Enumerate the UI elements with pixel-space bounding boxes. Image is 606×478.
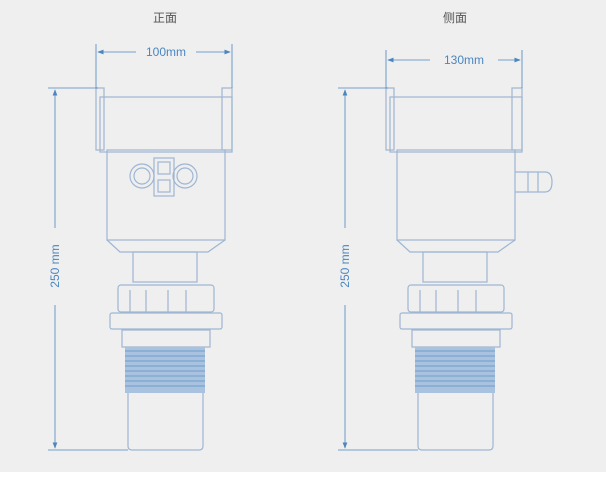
side-view-title: 侧面	[443, 11, 467, 25]
side-view: 侧面 130mm 250 mm	[338, 11, 553, 451]
front-height-label: 250 mm	[48, 244, 62, 287]
side-width-dimension: 130mm	[385, 50, 523, 88]
front-height-dimension: 250 mm	[48, 87, 128, 451]
cable-gland-icon	[515, 171, 553, 193]
front-width-label: 100mm	[146, 45, 186, 59]
front-width-dimension: 100mm	[95, 44, 233, 88]
side-height-label: 250 mm	[338, 244, 352, 287]
front-sensor-outline	[95, 87, 233, 451]
side-height-dimension: 250 mm	[338, 87, 418, 451]
front-view: 正面 100mm 250 mm	[48, 11, 233, 451]
side-sensor-outline	[385, 87, 523, 451]
front-connector-icon	[129, 157, 198, 197]
side-width-label: 130mm	[444, 53, 484, 67]
front-view-title: 正面	[153, 11, 177, 25]
